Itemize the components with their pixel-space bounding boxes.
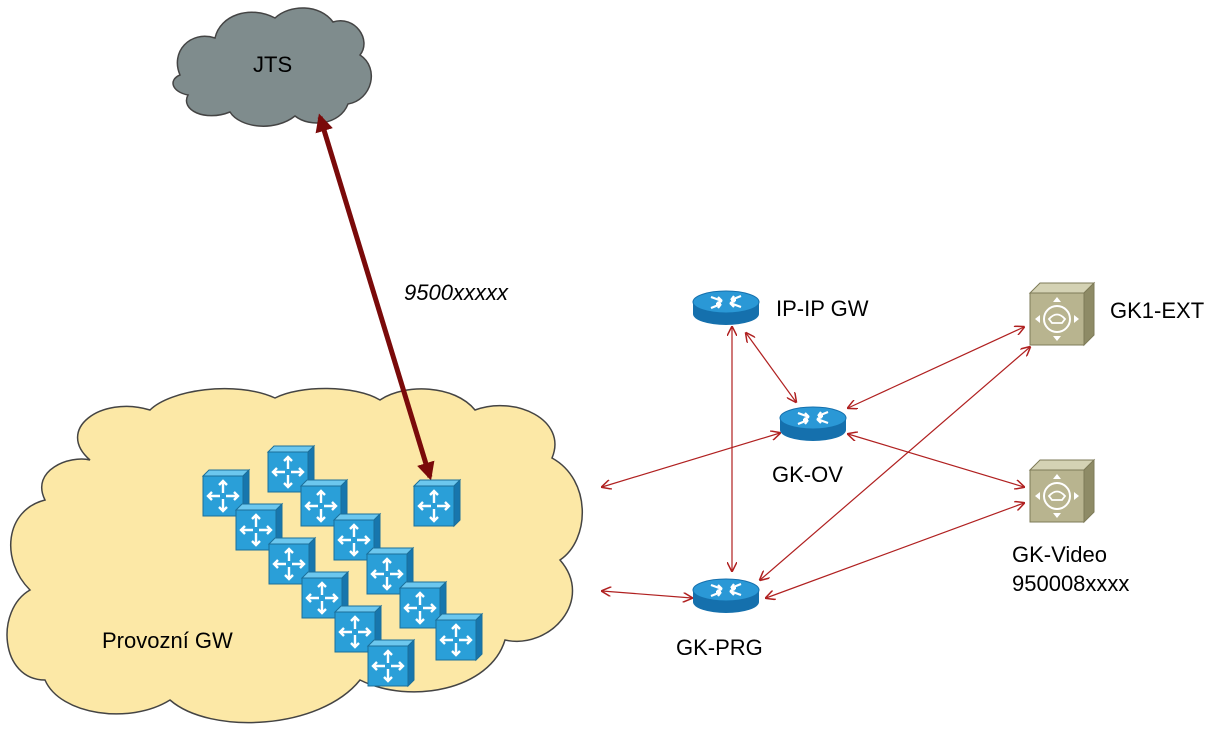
gk1-ext-label: GK1-EXT	[1110, 298, 1204, 323]
multilayer-switch-icon	[366, 638, 416, 688]
router-icon	[778, 405, 848, 443]
provozni-gw-label: Provozní GW	[102, 628, 233, 653]
link-gkprg-gkvideo	[766, 503, 1024, 598]
gk-ov-label: GK-OV	[772, 462, 843, 487]
link-cloud-gkprg	[602, 591, 692, 598]
multilayer-switch-icon	[412, 478, 462, 528]
gk-video-label: GK-Video	[1012, 542, 1107, 567]
gk-video-number-label: 950008xxxx	[1012, 571, 1129, 596]
jts-label: JTS	[253, 52, 292, 77]
link-ipip-gkov	[746, 333, 796, 402]
router-icon	[691, 577, 761, 615]
ipip-gw-label: IP-IP GW	[776, 296, 869, 321]
thin-links	[602, 327, 1030, 598]
link-gkov-gk1ext	[848, 327, 1024, 408]
jts-cloud	[172, 7, 373, 127]
link-cloud-gkov	[602, 433, 780, 487]
number-range-label: 9500xxxxx	[404, 280, 509, 305]
gatekeeper-phone-icon	[1029, 282, 1095, 346]
gk-prg-label: GK-PRG	[676, 635, 763, 660]
router-icon	[691, 289, 761, 327]
gatekeeper-phone-icon	[1029, 459, 1095, 523]
multilayer-switch-icon	[434, 612, 484, 662]
jts-link	[315, 113, 435, 481]
link-gkov-gkvideo	[848, 434, 1024, 487]
